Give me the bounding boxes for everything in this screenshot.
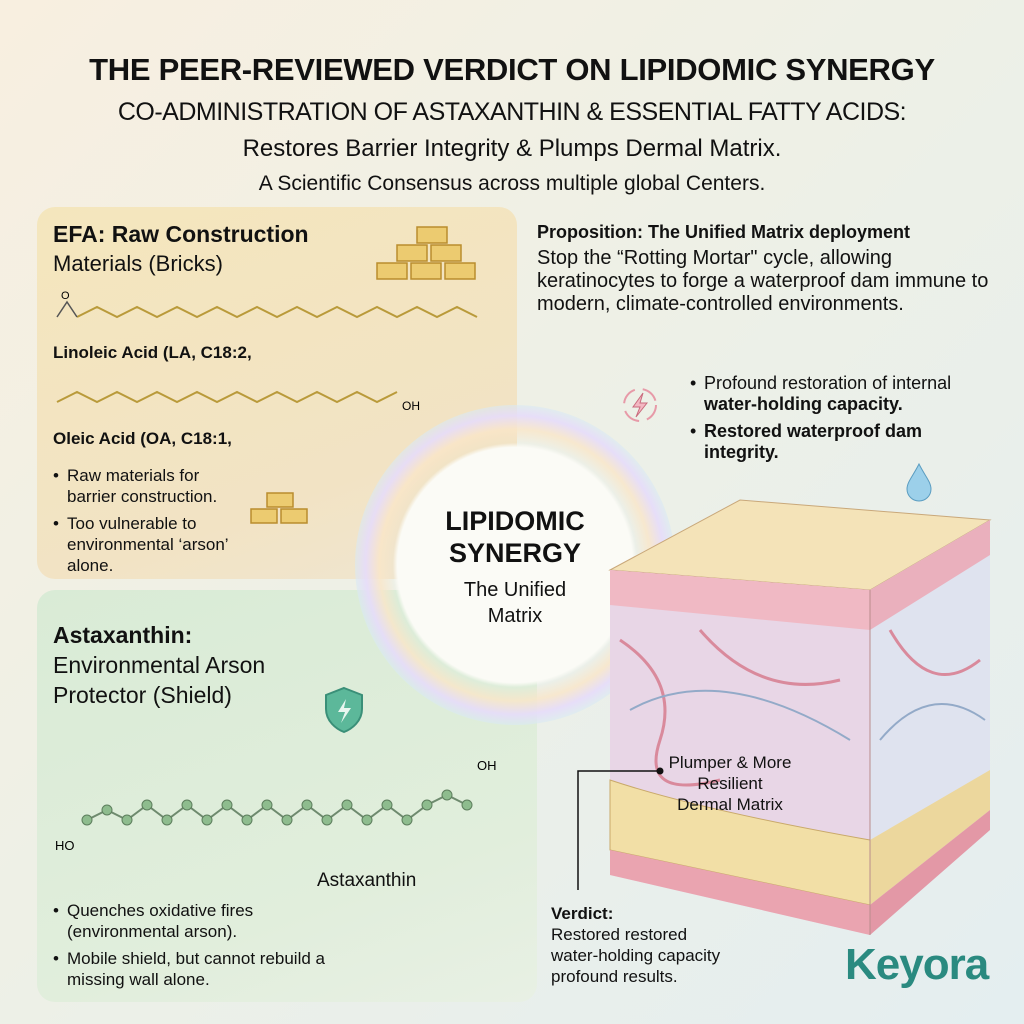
callout-line bbox=[577, 767, 664, 890]
water-drop-icon bbox=[906, 462, 932, 502]
dermal-matrix-label: Plumper & More Resilient Dermal Matrix bbox=[650, 752, 810, 815]
verdict-line: water-holding capacity bbox=[551, 946, 721, 965]
benefit-text: Profound restoration of internal bbox=[704, 373, 952, 393]
synergy-title: SYNERGY bbox=[448, 538, 582, 568]
o-atom: O bbox=[61, 290, 70, 302]
synergy-title: LIPIDOMIC bbox=[445, 506, 585, 536]
verdict-line: Restored restored bbox=[551, 925, 688, 944]
bricks-icon bbox=[376, 226, 476, 280]
dermal-label-line: Dermal Matrix bbox=[677, 795, 783, 814]
benefits-list: Profound restoration of internalwater-ho… bbox=[690, 373, 1000, 469]
efa-bullet: Too vulnerable to environmental ‘arson’ … bbox=[53, 513, 253, 576]
verdict-line: profound results. bbox=[551, 967, 678, 986]
synergy-subtitle: Matrix bbox=[487, 605, 543, 627]
oh-group: OH bbox=[477, 758, 497, 773]
astaxanthin-subtitle: Protector (Shield) bbox=[53, 682, 232, 708]
efa-title: EFA: Raw Construction bbox=[53, 221, 309, 247]
proposition-text: Stop the “Rotting Mortar" cycle, allowin… bbox=[537, 247, 989, 315]
astaxanthin-subtitle: Environmental Arson bbox=[53, 652, 266, 678]
dermal-label-line: Plumper & More bbox=[668, 753, 792, 772]
verdict-section: Verdict: Restored restored water-holding… bbox=[551, 903, 720, 987]
tagline: Restores Barrier Integrity & Plumps Derm… bbox=[242, 135, 782, 162]
ho-group: HO bbox=[55, 838, 75, 853]
oleic-acid-label: Oleic Acid (OA, C18:1, bbox=[53, 429, 232, 448]
astaxanthin-bullet: Mobile shield, but cannot rebuild a miss… bbox=[53, 948, 333, 990]
efa-subtitle: Materials (Bricks) bbox=[53, 251, 223, 276]
skin-cross-section bbox=[608, 499, 992, 935]
astaxanthin-molecule-label: Astaxanthin bbox=[317, 870, 417, 891]
benefit-bold: Restored waterproof dam integrity. bbox=[704, 421, 923, 462]
benefit-bold: water-holding capacity. bbox=[704, 394, 903, 414]
astaxanthin-bullet: Quenches oxidative fires (environmental … bbox=[53, 900, 333, 942]
proposition-section: Proposition: The Unified Matrix deployme… bbox=[537, 222, 997, 316]
keyora-logo: Keyora bbox=[845, 940, 989, 989]
efa-panel: EFA: Raw Construction Materials (Bricks)… bbox=[37, 207, 517, 579]
proposition-title: Proposition: The Unified Matrix deployme… bbox=[537, 222, 911, 242]
synergy-subtitle: The Unified bbox=[463, 579, 567, 601]
shield-icon bbox=[325, 686, 363, 734]
page-title: THE PEER-REVIEWED VERDICT ON LIPIDOMIC S… bbox=[89, 52, 935, 87]
astaxanthin-structure: HO OH bbox=[55, 758, 497, 853]
efa-bullet: Raw materials for barrier construction. bbox=[53, 465, 253, 507]
small-bricks-icon bbox=[250, 492, 308, 524]
lightning-icon bbox=[623, 388, 657, 422]
linoleic-acid-label: Linoleic Acid (LA, C18:2, bbox=[53, 343, 252, 362]
linoleic-acid-structure: O bbox=[56, 290, 478, 319]
dermal-label-line: Resilient bbox=[697, 774, 763, 793]
verdict-title: Verdict: bbox=[551, 904, 614, 923]
astaxanthin-title: Astaxanthin: bbox=[53, 622, 193, 648]
consensus-line: A Scientific Consensus across multiple g… bbox=[258, 172, 766, 195]
page-subtitle: CO-ADMINISTRATION OF ASTAXANTHIN & ESSEN… bbox=[117, 98, 907, 126]
oleic-acid-structure: OH bbox=[56, 390, 420, 413]
oh-group: OH bbox=[402, 399, 420, 413]
